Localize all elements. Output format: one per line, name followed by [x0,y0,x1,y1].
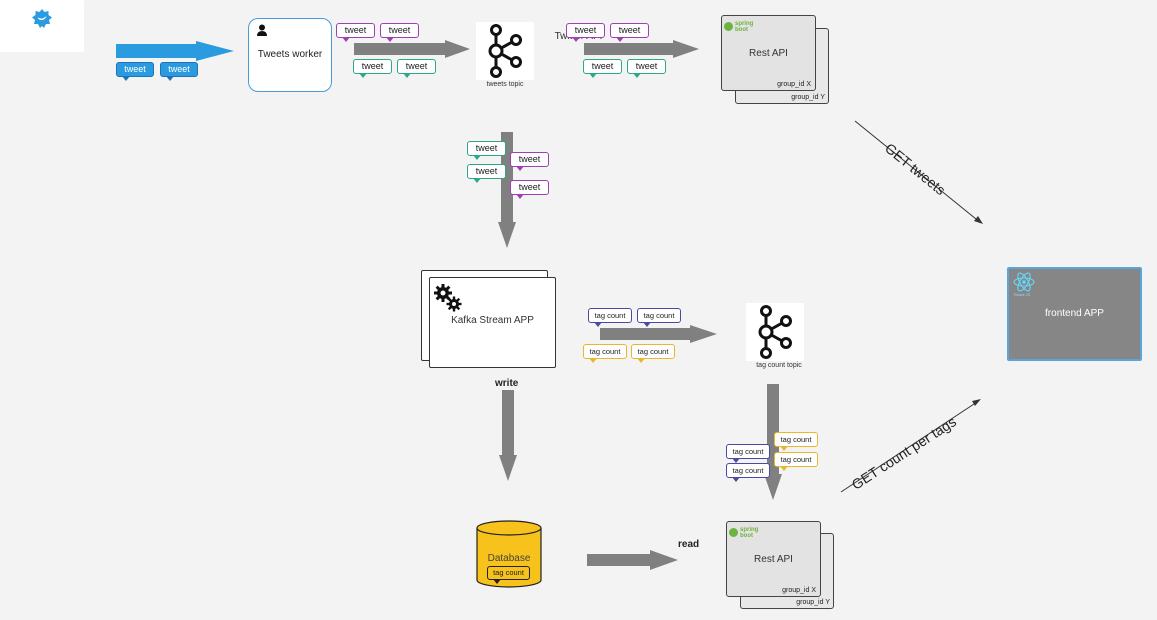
tweets-worker-node: Tweets worker [248,18,332,92]
tweet-bubble: tweet [510,152,549,171]
tweets-worker-label: Tweets worker [257,49,323,60]
arrow-worker-to-topic [354,40,470,58]
tag-count-bubble: tag count [588,308,632,327]
tweet-bubble: tweet [467,164,506,183]
twitter-bird-icon [32,9,52,28]
arrow-stream-to-db [499,390,517,481]
tweet-bubble: tweet [397,59,436,78]
rest-api-title: Rest API [749,48,788,59]
gears-icon [434,284,462,312]
tag-count-bubble: tag count [726,463,770,482]
group-id-label: group_id Y [791,94,825,101]
spring-boot-brand: boot [735,27,748,33]
react-label: React JS [1014,292,1031,297]
frontend-app-label: frontend APP [1045,308,1104,319]
rest-api-bottom-node: spring boot Rest API group_id X [726,521,821,597]
frontend-app-node: React JS frontend APP [1007,267,1142,361]
tweets-topic-node [476,22,534,80]
group-id-label: group_id X [782,587,816,594]
spring-boot-brand: spring [740,527,759,533]
read-label: read [678,539,700,550]
tag-count-bubble: tag count [583,344,627,363]
spring-boot-icon [729,528,738,537]
tag-count-bubble: tag count [774,432,818,451]
spring-boot-icon [724,22,733,31]
tweet-bubble: tweet [116,62,154,81]
arrow-topic-to-rest [584,40,699,58]
rest-api-top-node: spring boot Rest API group_id X [721,15,816,91]
user-icon [257,24,267,36]
group-id-label: group_id Y [796,599,830,606]
tweet-bubble: tweet [583,59,622,78]
tweet-bubble: tweet [380,23,419,42]
tag-count-bubble: tag count [726,444,770,463]
arrow-get-count [840,403,975,493]
tag-count-topic-label: tag count topic [756,362,802,369]
rest-api-title: Rest API [754,554,793,565]
tweet-bubble: tweet [566,23,605,42]
kafka-stream-label: Kafka Stream APP [451,315,534,326]
tag-count-bubble: tag count [637,308,681,327]
database-label: Database [487,553,531,564]
kafka-icon [488,24,522,78]
kafka-stream-app-node: Kafka Stream APP [429,277,556,368]
tweet-bubble: tweet [160,62,198,81]
tag-count-bubble: tag count [487,566,530,584]
tag-count-bubble: tag count [774,452,818,471]
tweet-bubble: tweet [353,59,392,78]
tweet-bubble: tweet [467,141,506,160]
arrow-stream-to-tagtopic [600,325,717,343]
spring-boot-brand: boot [740,533,753,539]
kafka-icon [758,305,792,359]
tweet-bubble: tweet [336,23,375,42]
spring-boot-brand: spring [735,21,754,27]
tag-count-bubble: tag count [631,344,675,363]
arrow-twitter-to-worker [116,41,234,61]
arrow-db-to-rest [587,550,678,570]
tweet-bubble: tweet [610,23,649,42]
write-label: write [495,378,519,389]
tweets-topic-label: tweets topic [486,81,524,88]
tweet-bubble: tweet [510,180,549,199]
tag-count-topic-node [746,303,804,361]
react-icon [1013,272,1035,292]
group-id-label: group_id X [777,81,811,88]
tweet-bubble: tweet [627,59,666,78]
arrow-get-tweets [854,120,977,220]
